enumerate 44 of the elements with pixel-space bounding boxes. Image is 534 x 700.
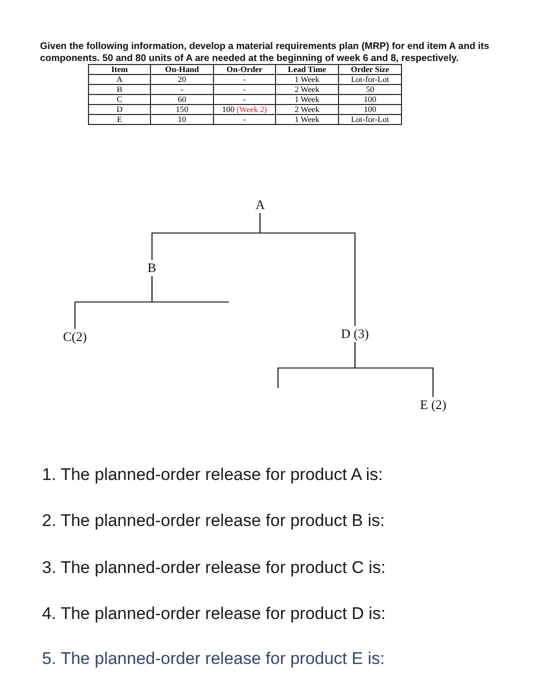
- table-cell: 100: [338, 104, 402, 114]
- part-label: A: [256, 197, 265, 213]
- question-text: Given the following information, develop a material requirements plan (MRP) for end item A and its components. 50 and 80 units of A are needed at the beginning of week 6 and 8, respectively.: [40, 41, 490, 65]
- table-cell: -: [214, 94, 276, 104]
- table-cell: -: [214, 114, 276, 124]
- table-cell: 20: [150, 74, 214, 84]
- column-header: Order Size: [338, 64, 402, 74]
- table-cell: -: [214, 84, 276, 94]
- table-cell: C: [88, 94, 150, 104]
- column-header: On-Order: [214, 64, 276, 74]
- table-cell: Lot-for-Lot: [338, 114, 402, 124]
- tree-branch-line: [354, 342, 434, 397]
- table-cell: 100 (Week 2): [214, 104, 276, 114]
- table-cell: -: [150, 84, 214, 94]
- column-header: Item: [88, 64, 150, 74]
- table-cell: A: [88, 74, 150, 84]
- table-cell: 1 Week: [276, 74, 338, 84]
- part-label: E (2): [420, 397, 446, 413]
- table-cell: 150: [150, 104, 214, 114]
- column-header: Lead Time: [276, 64, 338, 74]
- table-cell: 1 Week: [276, 94, 338, 104]
- part-label: C(2): [63, 329, 87, 345]
- table-cell: 60: [150, 94, 214, 104]
- question-line: 3. The planned-order release for product C is:: [42, 557, 386, 579]
- question-line: 5. The planned-order release for product E is:: [42, 648, 385, 670]
- table-cell: D: [88, 104, 150, 114]
- tree-branch-line: [259, 213, 356, 326]
- table-cell: Lot-for-Lot: [338, 74, 402, 84]
- column-header: On-Hand: [150, 64, 214, 74]
- tree-branch-line: [151, 276, 230, 303]
- part-label: B: [148, 260, 156, 276]
- table-cell: 10: [150, 114, 214, 124]
- table-cell: 50: [338, 84, 402, 94]
- table-cell: 100: [338, 94, 402, 104]
- question-line: 1. The planned-order release for product A is:: [42, 464, 383, 486]
- table-cell: E: [88, 114, 150, 124]
- question-line: 4. The planned-order release for product D is:: [42, 603, 386, 625]
- table-cell: 2 Week: [276, 104, 338, 114]
- table-cell: B: [88, 84, 150, 94]
- part-label: D (3): [341, 326, 369, 342]
- table-cell: -: [214, 74, 276, 84]
- table-cell: 2 Week: [276, 84, 338, 94]
- question-line: 2. The planned-order release for product B is:: [42, 510, 385, 532]
- table-cell: 1 Week: [276, 114, 338, 124]
